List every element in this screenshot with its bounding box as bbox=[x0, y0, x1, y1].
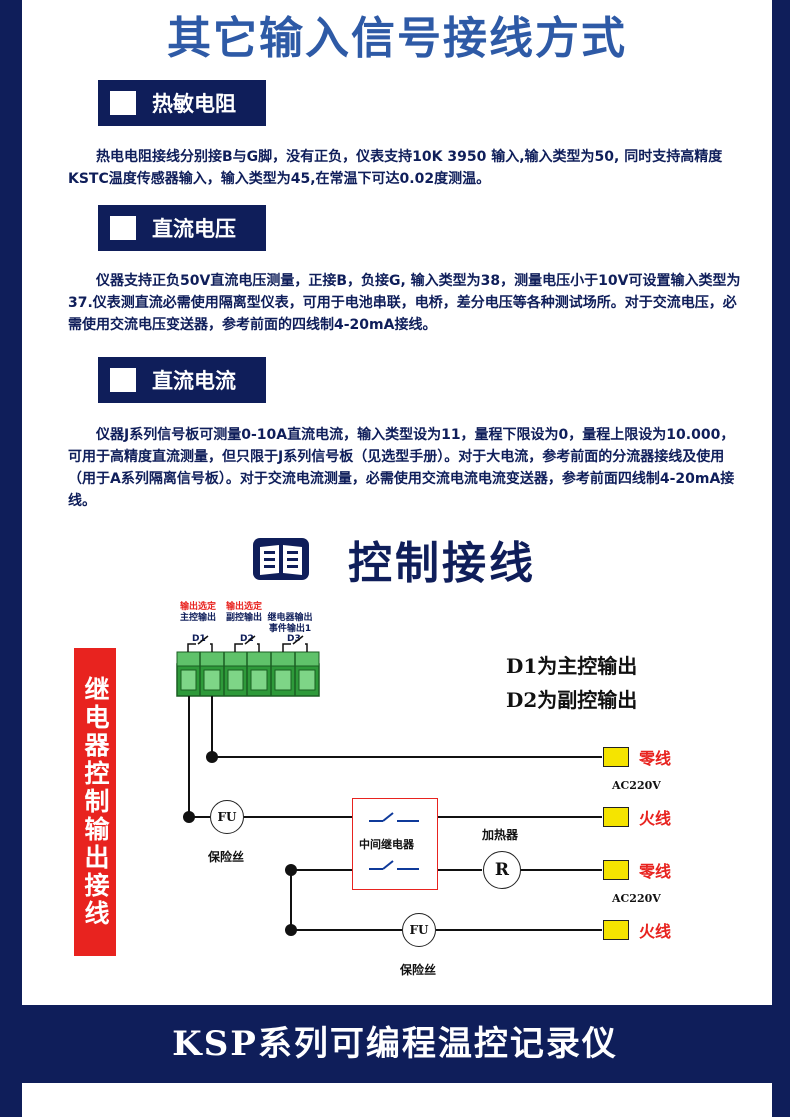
heater-resistor-icon: R bbox=[483, 851, 521, 889]
live-label: 火线 bbox=[639, 809, 672, 828]
footer-product-title: KSP系列可编程温控记录仪 bbox=[172, 1024, 618, 1064]
neutral-label: 零线 bbox=[639, 862, 672, 881]
control-heading: 控制接线 bbox=[252, 528, 536, 590]
page-title: 其它输入信号接线方式 bbox=[167, 13, 627, 64]
intermediate-relay: 中间继电器 bbox=[352, 798, 438, 890]
section-text-dc-current: 仪器J系列信号板可测量0-10A直流电流，输入类型设为11，量程下限设为0，量程… bbox=[68, 427, 735, 509]
square-bullet-icon bbox=[110, 216, 136, 240]
neutral-terminal bbox=[603, 860, 629, 880]
relay-output-label-text: 继电器控制输出接线 bbox=[81, 676, 110, 928]
d1-note: D1为主控输出 bbox=[506, 654, 638, 678]
control-title: 控制接线 bbox=[348, 538, 536, 589]
ac-voltage-label: AC220V bbox=[612, 892, 661, 905]
relay-label: 中间继电器 bbox=[359, 838, 414, 851]
relay-output-label: 继电器控制输出接线 bbox=[74, 648, 116, 956]
section-text-dc-voltage: 仪器支持正负50V直流电压测量，正接B，负接G, 输入类型为38，测量电压小于1… bbox=[68, 273, 741, 333]
heater-label: 加热器 bbox=[482, 828, 519, 842]
book-icon bbox=[253, 538, 309, 580]
section-text-thermistor: 热电电阻接线分别接B与G脚，没有正负，仪表支持10K 3950 输入,输入类型为… bbox=[68, 149, 723, 187]
content-panel: 其它输入信号接线方式 热敏电阻 热电电阻接线分别接B与G脚，没有正负，仪表支持1… bbox=[22, 0, 772, 1005]
terminal-d3-label: D3 bbox=[287, 634, 301, 644]
terminal-d1-label: D1 bbox=[192, 634, 206, 644]
section-label: 直流电流 bbox=[152, 369, 236, 393]
terminal-block bbox=[176, 635, 320, 697]
square-bullet-icon bbox=[110, 91, 136, 115]
section-tag-dc-current: 直流电流 bbox=[98, 357, 266, 403]
terminal-label-d2: 输出选定 副控输出 bbox=[225, 602, 262, 623]
live-label: 火线 bbox=[639, 922, 672, 941]
fuse-icon: FU bbox=[210, 800, 244, 834]
wiring-diagram bbox=[176, 635, 602, 936]
terminal-d2-label: D2 bbox=[240, 634, 254, 644]
bottom-panel bbox=[22, 1083, 772, 1117]
section-label: 热敏电阻 bbox=[152, 92, 236, 116]
d2-note: D2为副控输出 bbox=[506, 688, 638, 712]
neutral-terminal bbox=[603, 747, 629, 767]
relay-contact-icon bbox=[369, 812, 419, 870]
square-bullet-icon bbox=[110, 368, 136, 392]
section-tag-dc-voltage: 直流电压 bbox=[98, 205, 266, 251]
terminal-label-d3: 继电器输出 事件输出1 bbox=[267, 613, 313, 634]
fuse-label: 保险丝 bbox=[208, 850, 245, 864]
ac-voltage-label: AC220V bbox=[612, 779, 661, 792]
neutral-label: 零线 bbox=[639, 749, 672, 768]
fuse-icon: FU bbox=[402, 913, 436, 947]
terminal-label-d1: 输出选定 主控输出 bbox=[179, 602, 216, 623]
section-tag-thermistor: 热敏电阻 bbox=[98, 80, 266, 126]
live-terminal bbox=[603, 920, 629, 940]
section-label: 直流电压 bbox=[152, 217, 236, 241]
live-terminal bbox=[603, 807, 629, 827]
fuse-label: 保险丝 bbox=[400, 963, 437, 977]
